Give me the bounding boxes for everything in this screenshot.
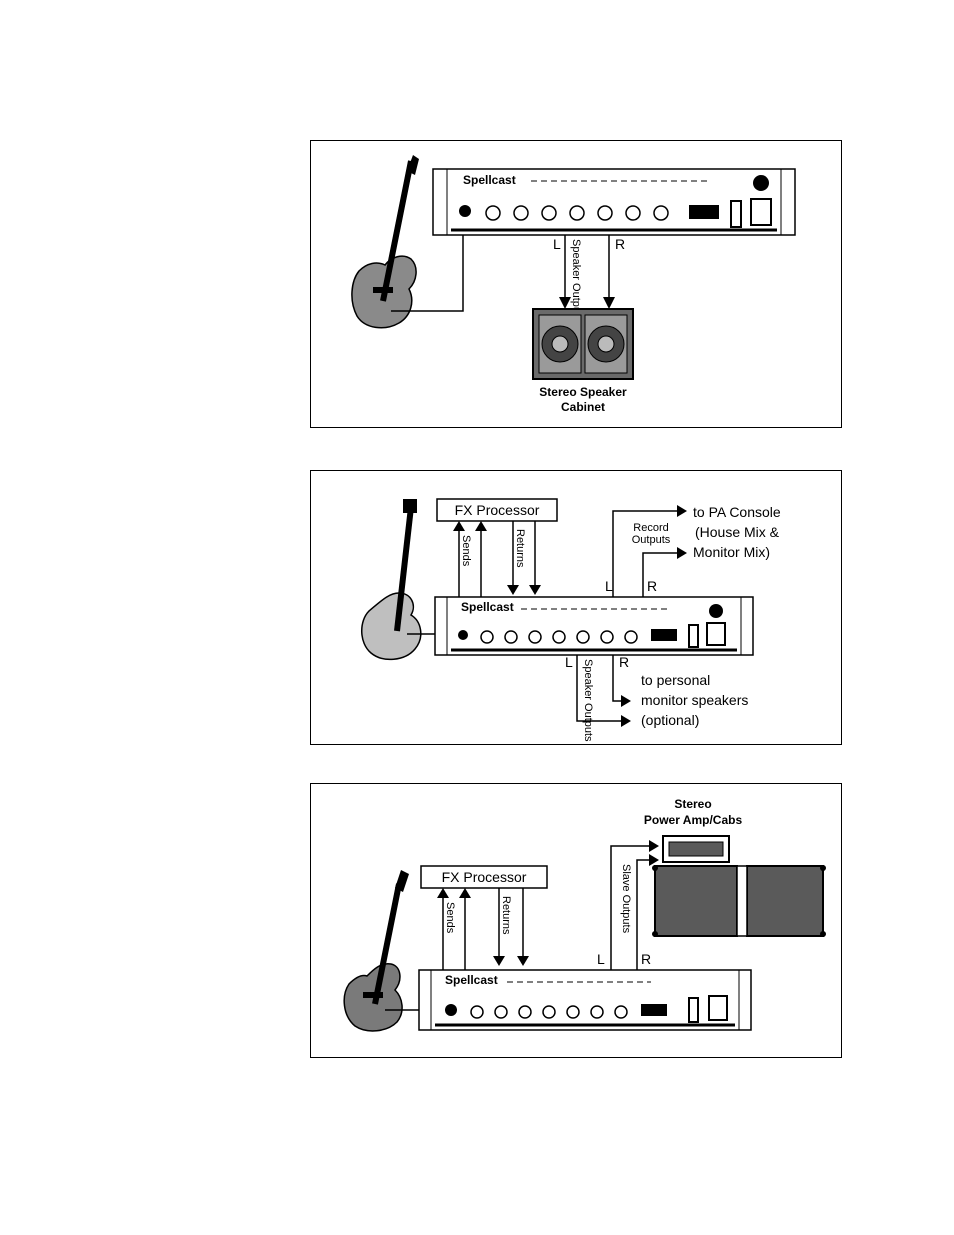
panel-2-drawing: FX Processor Sends Returns Spellcast	[361, 498, 781, 742]
poweramp-label-line2: Power Amp/Cabs	[644, 813, 743, 827]
power-amp-icon	[662, 835, 730, 863]
electric-guitar-icon	[351, 155, 419, 329]
monitor-label-line1: to personal	[641, 672, 710, 688]
electric-guitar-icon	[343, 870, 409, 1032]
record-right-label: R	[647, 578, 657, 594]
diagram-panel-fx-and-pa: FX Processor Sends Returns Spellcast	[310, 470, 842, 745]
electric-guitar-icon	[361, 499, 422, 661]
fx-processor-label: FX Processor	[455, 502, 540, 518]
record-outputs-label-line1: Record	[633, 522, 668, 534]
power-socket-icon	[750, 198, 772, 226]
speaker-right-label: R	[615, 236, 625, 252]
amp-brand-logo: Spellcast	[463, 173, 516, 187]
power-switch-icon	[688, 997, 699, 1023]
amp-model-badge	[651, 629, 677, 641]
power-switch-icon	[730, 200, 742, 228]
fx-processor-box	[436, 498, 558, 522]
pa-console-label-line2: (House Mix &	[695, 524, 780, 540]
amp-knobs	[485, 205, 669, 221]
cabinet-label-line2: Cabinet	[561, 400, 605, 414]
poweramp-label-line1: Stereo	[674, 797, 711, 811]
sends-label: Sends	[460, 535, 472, 567]
speaker-outputs-label: Speaker Outputs	[582, 659, 594, 742]
amp-brand-logo: Spellcast	[445, 973, 498, 987]
power-switch-icon	[688, 624, 699, 648]
input-jack-icon	[459, 205, 471, 217]
amp-knobs	[480, 630, 638, 644]
amplifier-head: Spellcast	[434, 596, 754, 656]
monitor-label-line3: (optional)	[641, 712, 699, 728]
monitor-label-line2: monitor speakers	[641, 692, 748, 708]
slave-outputs-label: Slave Outputs	[620, 864, 632, 934]
guitar-cable	[391, 209, 464, 312]
speaker-right-label: R	[619, 654, 629, 670]
pa-console-label-line3: Monitor Mix)	[693, 544, 770, 560]
diagram-panel-power-amp: FX Processor Sends Returns Spellcast	[310, 783, 842, 1058]
amp-model-badge	[689, 205, 719, 219]
amp-knobs	[470, 1005, 628, 1019]
returns-label: Returns	[500, 896, 512, 935]
panel-3-drawing: FX Processor Sends Returns Spellcast	[343, 797, 826, 1032]
amp-model-badge	[641, 1004, 667, 1016]
speaker-outputs-label: Speaker Outputs	[570, 239, 582, 322]
input-jack-icon	[458, 630, 468, 640]
power-led-icon	[709, 604, 723, 618]
input-jack-icon	[445, 1004, 457, 1016]
returns-label: Returns	[514, 529, 526, 568]
slave-right-label: R	[641, 951, 651, 967]
record-left-label: L	[605, 578, 613, 594]
amplifier-head: Spellcast	[418, 969, 752, 1031]
fx-processor-box	[420, 865, 548, 889]
amplifier-head: Spellcast	[432, 168, 796, 236]
pa-console-label-line1: to PA Console	[693, 504, 781, 520]
sends-label: Sends	[444, 902, 456, 934]
stereo-speaker-cabinet-icon	[532, 308, 634, 380]
speaker-left-label: L	[553, 236, 561, 252]
diagram-panel-speaker-cabinet: Spellcast L R Speaker Outputs	[310, 140, 842, 428]
power-socket-icon	[706, 622, 726, 646]
panel-1-drawing: Spellcast L R Speaker Outputs	[351, 155, 796, 414]
amp-brand-logo: Spellcast	[461, 600, 514, 614]
cabinet-label-line1: Stereo Speaker	[539, 385, 627, 399]
speaker-left-label: L	[565, 654, 573, 670]
slave-left-label: L	[597, 951, 605, 967]
power-socket-icon	[708, 995, 728, 1021]
speaker-cabinets-icon	[652, 865, 826, 937]
power-led-icon	[753, 175, 769, 191]
record-outputs-label-line2: Outputs	[632, 534, 671, 546]
fx-processor-label: FX Processor	[442, 869, 527, 885]
